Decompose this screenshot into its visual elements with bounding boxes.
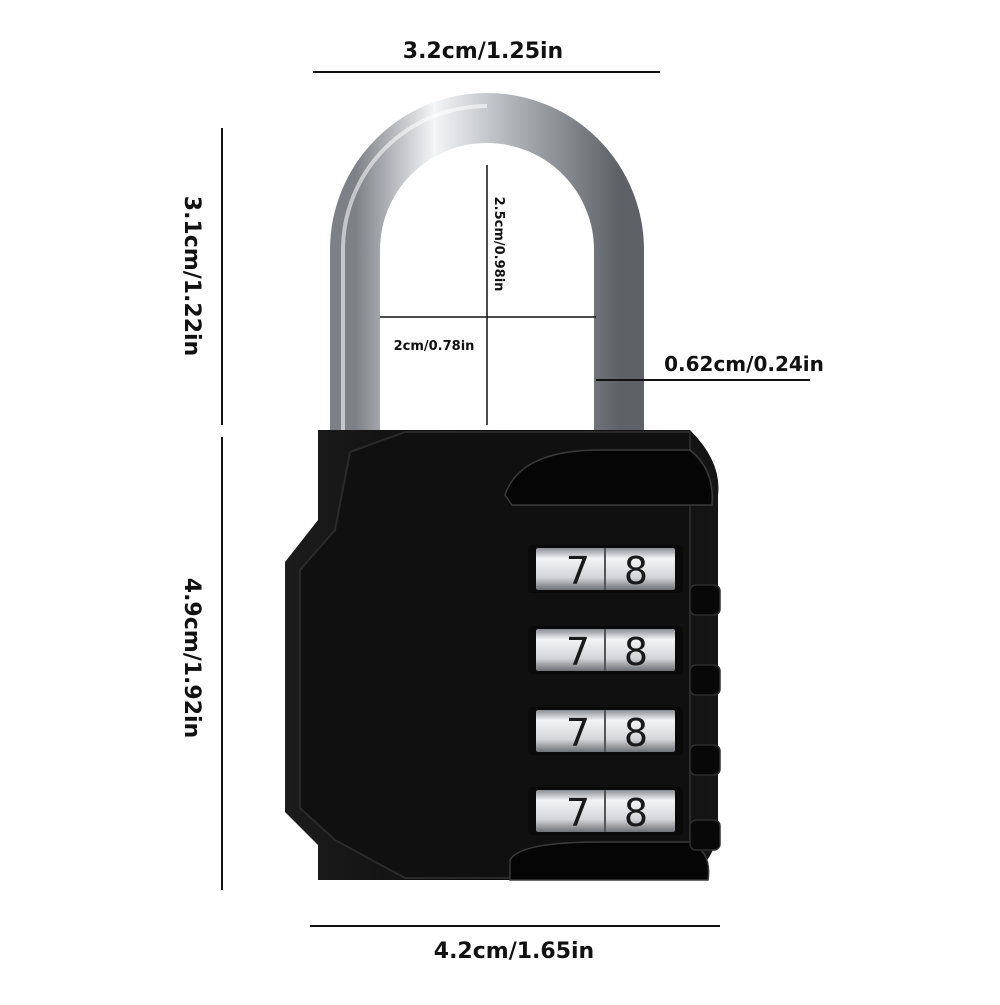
dial-3-left-digit: 7 — [566, 711, 590, 755]
dial-1-left-digit: 7 — [566, 549, 590, 593]
dial-2-left-digit: 7 — [566, 630, 590, 674]
shackle-diameter-label: 0.62cm/0.24in — [664, 352, 824, 376]
inner-width-label: 2cm/0.78in — [394, 339, 475, 354]
dial-4-left-digit: 7 — [566, 791, 590, 835]
dial-3-right-digit: 8 — [624, 711, 648, 755]
lock-body-bottom-notch — [509, 841, 710, 881]
lock-body-front-panel — [299, 431, 691, 879]
shackle-height-label: 3.1cm/1.22in — [179, 196, 204, 356]
dial-4-right-digit: 8 — [624, 791, 648, 835]
dial-2-right-digit: 8 — [624, 630, 648, 674]
dial-1-right-digit: 8 — [624, 549, 648, 593]
dial-row-3[interactable]: 7 8 — [528, 707, 683, 755]
dial-row-2[interactable]: 7 8 — [528, 626, 683, 674]
body-height-label: 4.9cm/1.92in — [179, 578, 204, 738]
inner-height-label: 2.5cm/0.98in — [491, 197, 506, 292]
dial-row-1[interactable]: 7 8 — [528, 545, 683, 593]
lock-body-top-notch — [504, 449, 714, 506]
shackle-highlight — [341, 104, 488, 430]
dial-row-4[interactable]: 7 8 — [528, 787, 683, 835]
body-width-label: 4.2cm/1.65in — [434, 939, 594, 964]
shackle — [330, 93, 644, 440]
dial-side-ridges — [689, 584, 721, 851]
shackle-width-label: 3.2cm/1.25in — [403, 39, 563, 64]
